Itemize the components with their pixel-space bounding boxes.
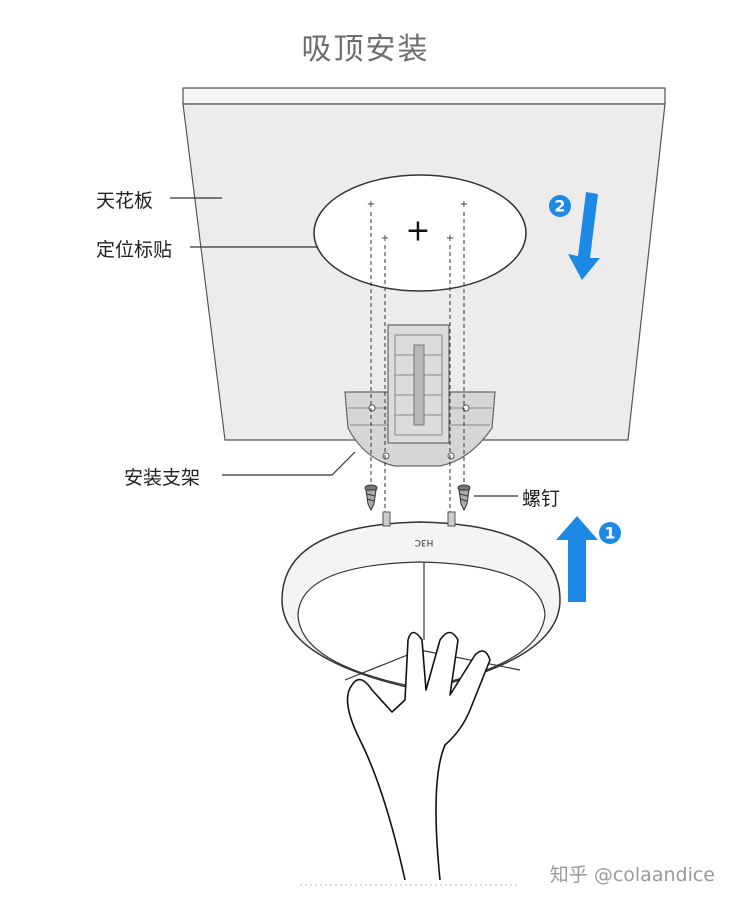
screws-label: 螺钉 — [522, 488, 561, 510]
svg-text:+: + — [367, 199, 375, 210]
bracket-leader-line — [222, 451, 356, 476]
position-sticker: + + + + + — [313, 174, 527, 292]
screw-right — [457, 484, 471, 512]
mount-bracket — [344, 324, 496, 467]
svg-text:+: + — [381, 233, 389, 244]
position-sticker-label: 定位标贴 — [96, 239, 173, 261]
alignment-lines — [370, 212, 465, 515]
step1-number: 1 — [604, 524, 615, 543]
step1-arrow-up — [556, 516, 621, 602]
step2-arrow-down — [549, 192, 600, 280]
page-title: 吸顶安装 — [301, 32, 430, 67]
step2-number: 2 — [554, 197, 565, 216]
watermark: 知乎 @colaandice — [549, 864, 715, 886]
svg-text:+: + — [446, 233, 454, 244]
mount-bracket-label: 安装支架 — [124, 467, 201, 489]
device-logo: H3C — [415, 537, 434, 547]
hand-illustration — [346, 631, 491, 881]
ceiling-label: 天花板 — [96, 190, 154, 212]
svg-text:+: + — [405, 214, 430, 249]
access-point-device — [281, 511, 561, 691]
screw-left — [364, 484, 378, 512]
svg-text:+: + — [460, 199, 468, 210]
